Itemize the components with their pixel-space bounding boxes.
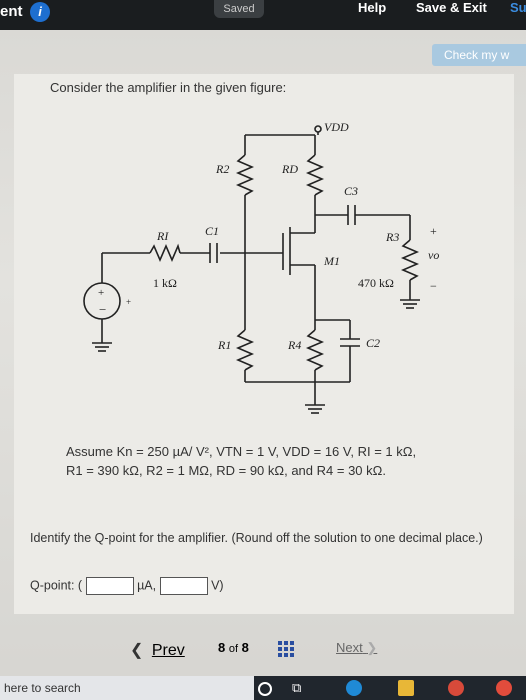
edge-icon[interactable]: [346, 680, 362, 696]
info-icon[interactable]: i: [30, 2, 50, 22]
save-exit-button[interactable]: Save & Exit: [416, 0, 487, 15]
submit-button[interactable]: Su: [510, 0, 526, 15]
next-button[interactable]: Next ❯: [336, 640, 377, 656]
chevron-right-icon: ❯: [366, 640, 378, 655]
c1-label: C1: [205, 224, 219, 238]
assignment-title-fragment: ent: [0, 3, 23, 20]
m1-label: M1: [323, 254, 340, 268]
ri-value: 1 kΩ: [153, 276, 177, 290]
help-button[interactable]: Help: [358, 0, 387, 15]
cortana-icon[interactable]: [258, 682, 272, 696]
next-label: Next: [336, 640, 363, 655]
taskbar: here to search ⧉: [0, 676, 526, 700]
vo-plus: +: [430, 224, 437, 238]
current-page: 8: [218, 640, 226, 655]
total-pages: 8: [241, 640, 249, 655]
r2-label: R2: [215, 162, 229, 176]
top-bar: ent i Saved Help Save & Exit Su: [0, 0, 526, 30]
svg-text:+: +: [126, 297, 131, 307]
prev-button[interactable]: ❮ Prev: [130, 640, 185, 660]
rd-label: RD: [281, 162, 298, 176]
voltage-input[interactable]: [159, 577, 208, 595]
r1-label: R1: [217, 338, 231, 352]
question-instruction: Identify the Q-point for the amplifier. …: [30, 531, 483, 545]
task-view-icon[interactable]: ⧉: [292, 680, 302, 695]
check-my-work-button[interactable]: Check my w: [432, 44, 526, 66]
page-of: of: [228, 643, 239, 655]
unit-voltage: V): [211, 578, 224, 593]
r3-value: 470 kΩ: [358, 276, 394, 290]
current-input[interactable]: [85, 577, 134, 595]
r4-label: R4: [287, 338, 301, 352]
unit-current: µA,: [137, 578, 157, 593]
qpoint-row: Q-point: ( µA, V): [30, 577, 224, 595]
prev-label: Prev: [151, 642, 185, 659]
grid-icon[interactable]: [278, 641, 294, 657]
svg-text:−: −: [99, 302, 106, 317]
qpoint-label: Q-point: (: [30, 578, 83, 593]
saved-status: Saved: [214, 0, 264, 18]
c3-label: C3: [344, 184, 358, 198]
r3-label: R3: [385, 230, 399, 244]
ri-label: RI: [156, 229, 169, 243]
app-icon[interactable]: [496, 680, 512, 696]
c2-label: C2: [366, 336, 380, 350]
assumptions-text: Assume Kn = 250 µA/ V², VTN = 1 V, VDD =…: [66, 442, 486, 480]
question-card: [14, 74, 514, 614]
vdd-label: VDD: [324, 120, 349, 134]
assumption-line-2: R1 = 390 kΩ, R2 = 1 MΩ, RD = 90 kΩ, and …: [66, 463, 386, 478]
assumption-line-1: Assume Kn = 250 µA/ V², VTN = 1 V, VDD =…: [66, 444, 417, 459]
circuit-diagram: + + − VDD R2 RD C3 R3 RI 1 kΩ C1 M1 470 …: [80, 120, 439, 414]
chevron-left-icon: ❮: [130, 642, 144, 659]
file-explorer-icon[interactable]: [398, 680, 414, 696]
svg-text:+: +: [98, 287, 104, 299]
page-counter: 8 of 8: [218, 640, 249, 655]
vo-label: vo: [428, 248, 439, 262]
taskbar-search[interactable]: here to search: [0, 676, 254, 700]
vo-minus: −: [430, 279, 437, 293]
question-prompt: Consider the amplifier in the given figu…: [50, 80, 287, 95]
chrome-icon[interactable]: [448, 680, 464, 696]
